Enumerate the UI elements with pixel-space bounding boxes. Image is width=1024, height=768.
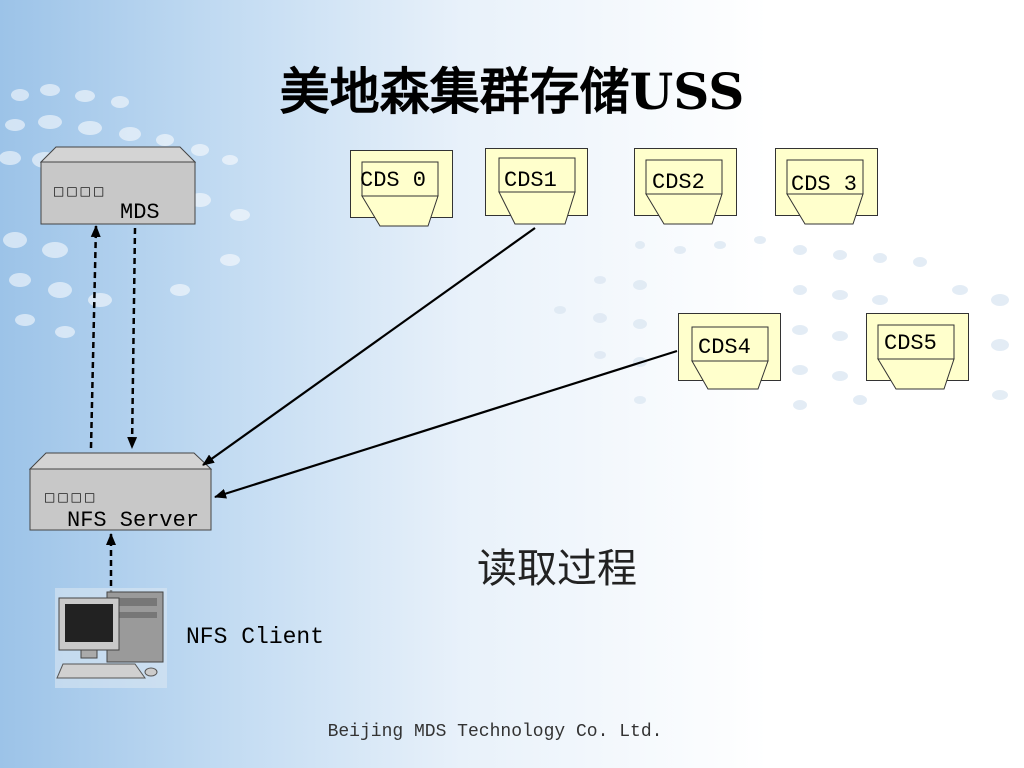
arrow-cds1-to-nfs bbox=[202, 227, 536, 466]
cds-node: CDS 3 bbox=[775, 148, 879, 230]
computer-icon bbox=[55, 588, 167, 688]
storage-node-icon bbox=[775, 148, 878, 225]
nfs-server-led-indicators: □□□□ bbox=[44, 490, 98, 504]
storage-node-icon bbox=[350, 150, 453, 227]
storage-node-icon bbox=[678, 313, 781, 390]
cds-node: CDS2 bbox=[634, 148, 738, 230]
arrow-cds4-to-nfs bbox=[214, 349, 678, 499]
nfs-server-label: NFS Server bbox=[67, 508, 200, 533]
storage-node-icon bbox=[485, 148, 588, 225]
cds-node: CDS1 bbox=[485, 148, 589, 230]
arrow-nfs-to-mds bbox=[89, 225, 101, 449]
cds-label: CDS 0 bbox=[360, 168, 427, 193]
cds-node: CDS5 bbox=[866, 313, 970, 395]
nfs-client-computer bbox=[55, 588, 167, 692]
slide-title: 美地森集群存储USS bbox=[279, 62, 745, 121]
server-box-icon bbox=[40, 146, 196, 225]
cds-label: CDS5 bbox=[884, 331, 937, 356]
cds-node: CDS 0 bbox=[350, 150, 454, 232]
cds-node: CDS4 bbox=[678, 313, 782, 395]
mds-led-indicators: □□□□ bbox=[53, 184, 107, 198]
storage-node-icon bbox=[866, 313, 969, 390]
cds-label: CDS4 bbox=[698, 335, 751, 360]
storage-node-icon bbox=[634, 148, 737, 225]
cds-label: CDS2 bbox=[652, 170, 705, 195]
nfs-client-label: NFS Client bbox=[186, 624, 325, 650]
footer-company: Beijing MDS Technology Co. Ltd. bbox=[327, 722, 663, 742]
cds-label: CDS1 bbox=[504, 168, 557, 193]
nfs-server: □□□□ NFS Server bbox=[29, 452, 212, 533]
arrow-mds-to-nfs bbox=[127, 227, 138, 449]
cds-label: CDS 3 bbox=[791, 172, 858, 197]
mds-label: MDS bbox=[120, 200, 160, 225]
mds-server: □□□□ MDS bbox=[40, 146, 196, 226]
process-subtitle: 读取过程 bbox=[477, 546, 637, 592]
server-box-icon bbox=[29, 452, 212, 531]
